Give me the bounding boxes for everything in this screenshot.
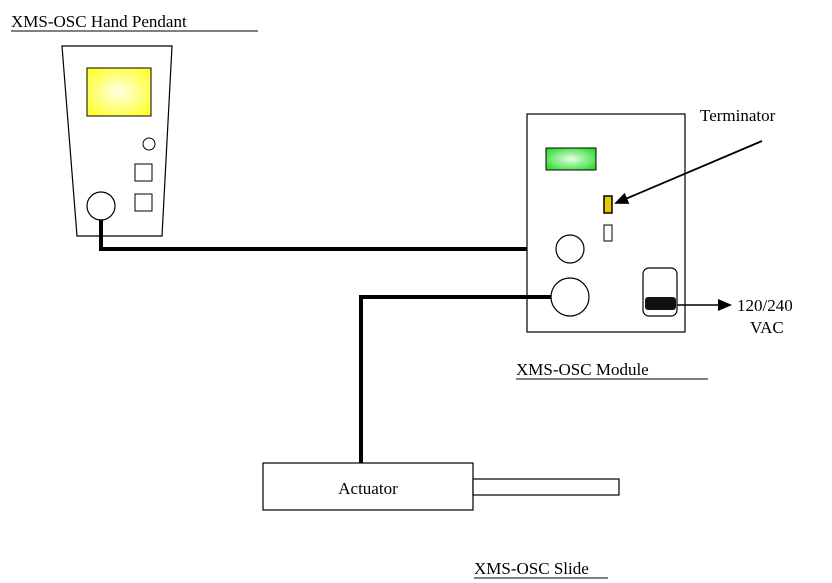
pendant-title: XMS-OSC Hand Pendant <box>11 12 187 31</box>
pendant-connector-icon <box>86 191 116 221</box>
module-title: XMS-OSC Module <box>516 360 649 379</box>
power-switch-knob[interactable] <box>645 297 676 310</box>
display-screen-icon <box>86 67 152 117</box>
actuator-assembly: Actuator <box>262 462 620 511</box>
hand-pendant <box>61 45 173 237</box>
power-label-line2: VAC <box>750 318 784 337</box>
terminator-pointer-arrow <box>614 140 763 204</box>
actuator-rod <box>472 478 620 496</box>
power-label-line1: 120/240 <box>737 296 793 315</box>
terminator-plug-icon[interactable] <box>603 195 613 214</box>
osc-module <box>526 113 686 333</box>
indicator-light-icon <box>142 137 156 151</box>
pendant-cable <box>99 220 556 251</box>
module-pendant-connector <box>555 234 585 264</box>
actuator-cable <box>359 295 551 463</box>
status-led-icon <box>545 147 597 171</box>
pendant-button-top[interactable] <box>134 163 153 182</box>
module-actuator-connector <box>550 277 590 317</box>
terminator-socket <box>603 224 613 242</box>
terminator-label: Terminator <box>700 106 776 125</box>
slide-title: XMS-OSC Slide <box>474 559 589 578</box>
actuator-label: Actuator <box>338 479 398 498</box>
pendant-button-bottom[interactable] <box>134 193 153 212</box>
